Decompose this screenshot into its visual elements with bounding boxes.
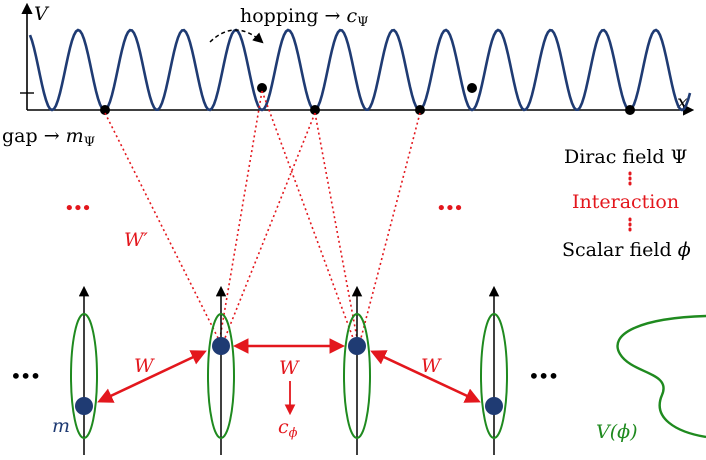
potential-well <box>480 313 508 439</box>
interaction-line <box>261 90 354 339</box>
mass-label: m <box>52 415 70 437</box>
scalar-sites <box>70 285 508 455</box>
fermion-site <box>257 83 267 93</box>
interaction-line <box>360 112 421 339</box>
interaction-line <box>224 112 316 339</box>
scalar-site <box>343 285 371 455</box>
scalar-site <box>70 285 98 455</box>
scalar-site <box>207 285 235 455</box>
field-legend: Dirac field Ψ Interaction Scalar field ϕ <box>562 146 691 261</box>
fermion-site <box>467 83 477 93</box>
hopping-label: hopping → cΨ <box>240 5 369 30</box>
scalar-site <box>480 285 508 455</box>
w-label-right: W <box>421 355 442 377</box>
w-arrow-right <box>370 350 481 403</box>
ellipsis-red-right: ••• <box>436 198 462 219</box>
scalar-field-label: Scalar field ϕ <box>562 239 691 261</box>
dirac-field-label: Dirac field Ψ <box>564 146 687 168</box>
ellipsis-black-right: ••• <box>528 364 557 388</box>
fermion-site <box>625 105 635 115</box>
scalar-potential-label: V(ϕ) <box>596 421 638 443</box>
fermion-site <box>415 105 425 115</box>
fermion-site <box>100 105 110 115</box>
hopping-arrow <box>209 29 264 44</box>
potential-curve <box>28 28 692 112</box>
v-axis-label: V <box>34 3 50 25</box>
w-label-middle: W <box>279 357 300 379</box>
gap-label: gap → mΨ <box>2 125 95 150</box>
interaction-line <box>104 112 219 339</box>
field-value <box>348 337 366 355</box>
w-label-left: W <box>134 355 155 377</box>
fermion-sites <box>100 83 635 115</box>
interaction-lines <box>104 90 421 339</box>
ellipsis-red-left: ••• <box>64 198 90 219</box>
interaction-label: Interaction <box>572 191 679 213</box>
potential-well <box>343 313 371 439</box>
ellipsis-black-left: ••• <box>10 364 39 388</box>
w-arrow-left <box>97 350 207 403</box>
potential-plot: V x hopping → cΨ gap → mΨ <box>2 2 695 150</box>
c-phi-label: cϕ <box>278 416 298 441</box>
field-value <box>212 337 230 355</box>
w-prime-label: W′ <box>124 229 149 251</box>
interaction-line <box>219 90 263 339</box>
potential-well <box>70 313 98 439</box>
x-axis-label: x <box>677 91 688 113</box>
fermion-site <box>310 105 320 115</box>
w-couplings <box>97 338 481 416</box>
scalar-potential-curve <box>616 314 706 439</box>
potential-well <box>207 313 235 439</box>
field-value <box>485 397 503 415</box>
field-value <box>75 397 93 415</box>
interaction-line <box>314 112 358 339</box>
